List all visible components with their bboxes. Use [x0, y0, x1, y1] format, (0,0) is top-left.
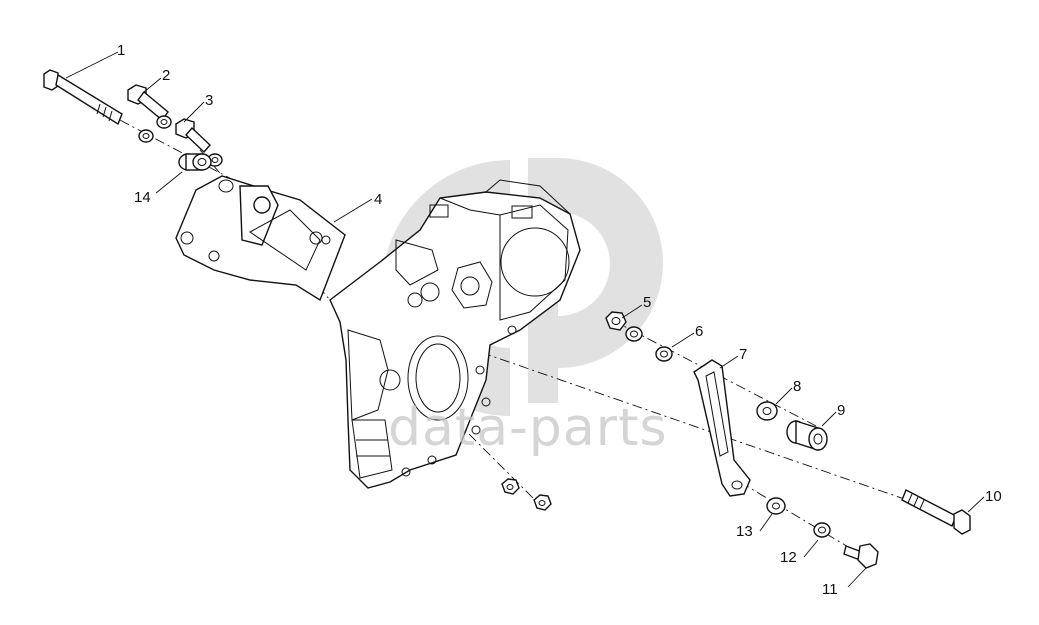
washer-part-5b — [625, 326, 643, 342]
timing-case-cover — [329, 179, 581, 489]
bolt-part-1 — [43, 69, 123, 126]
callout-12: 12 — [780, 549, 797, 566]
callout-7: 7 — [739, 346, 747, 363]
bracket-part-4 — [175, 175, 346, 302]
bolt-part-10 — [901, 489, 971, 535]
callout-5: 5 — [643, 294, 651, 311]
bolt-part-2 — [127, 84, 169, 122]
callout-3: 3 — [205, 92, 213, 109]
callout-6: 6 — [695, 323, 703, 340]
callout-1: 1 — [117, 42, 125, 59]
nuts-bottom — [501, 478, 552, 511]
callout-10: 10 — [985, 488, 1002, 505]
leader-lines — [65, 51, 985, 588]
sleeve-part-9 — [786, 420, 828, 451]
washer-part-6 — [655, 346, 673, 362]
bolt-part-11 — [843, 543, 879, 569]
spacer-part-14 — [178, 153, 212, 171]
watermark-text: data-parts — [388, 398, 668, 458]
nut-part-5 — [605, 311, 627, 331]
callout-9: 9 — [837, 402, 845, 419]
callout-14: 14 — [134, 189, 151, 206]
callout-13: 13 — [736, 523, 753, 540]
strap-part-7 — [693, 359, 751, 497]
callout-11: 11 — [822, 581, 838, 598]
bolt-part-3 — [175, 118, 211, 154]
callout-8: 8 — [793, 378, 801, 395]
washer-part-8 — [756, 401, 778, 421]
callout-labels: 1 2 3 4 5 6 7 8 9 10 11 12 13 14 — [117, 42, 1002, 598]
callout-4: 4 — [374, 191, 382, 208]
washer-part-12 — [813, 522, 831, 538]
washer-part-13 — [766, 497, 786, 515]
callout-2: 2 — [162, 67, 170, 84]
